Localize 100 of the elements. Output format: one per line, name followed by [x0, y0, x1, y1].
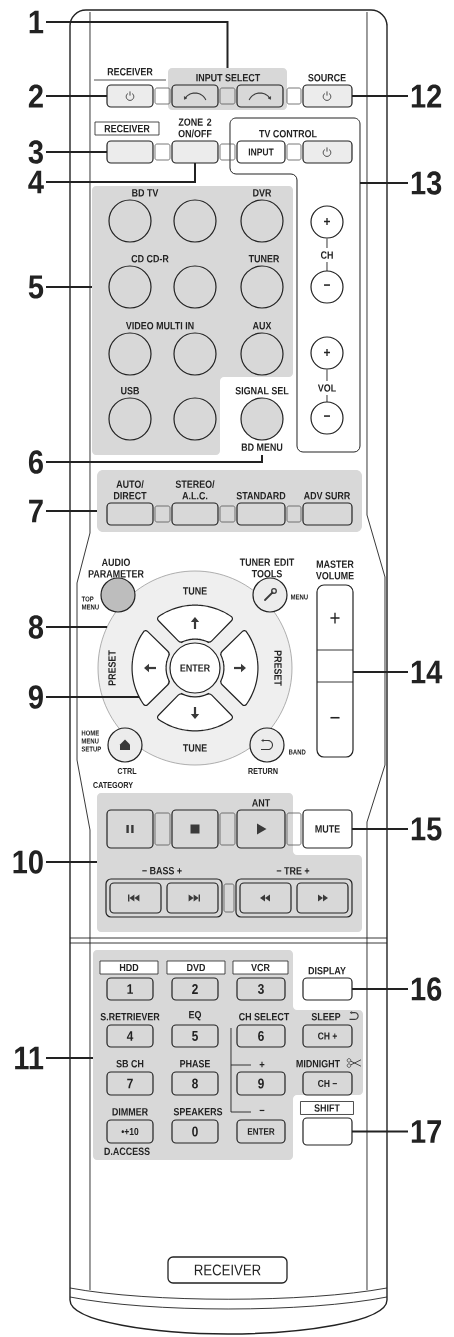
callout-number: 16 — [411, 977, 442, 1001]
function-label: PRESET — [108, 650, 116, 686]
callout-number: 9 — [28, 685, 43, 709]
leader-line — [351, 828, 409, 830]
node-label: − — [330, 716, 340, 719]
framed-label: SHIFT — [300, 1101, 354, 1115]
sign-label: − — [259, 1109, 265, 1112]
function-label: DIMMER — [112, 1108, 148, 1116]
function-label: CTRL — [117, 768, 137, 774]
function-label: STANDARD — [236, 492, 286, 500]
function-label: RETURN — [248, 768, 278, 774]
callout-number: 1 — [29, 10, 44, 34]
function-label: − TRE + — [276, 867, 310, 875]
function-label: VOL — [317, 384, 336, 392]
callout-number: 8 — [28, 615, 44, 639]
button: 3 — [236, 977, 286, 1001]
function-label: TUNE — [182, 744, 207, 752]
button: 4 — [106, 1024, 154, 1048]
leader-line — [45, 21, 229, 69]
round-button — [173, 199, 217, 243]
function-label: CATEGORY — [93, 782, 133, 788]
round-button: + — [310, 336, 344, 370]
callout-number: 11 — [15, 1046, 44, 1070]
framed-label: HDD — [99, 960, 159, 975]
leader-line — [351, 988, 409, 990]
button: 2 — [171, 977, 219, 1001]
leader-line — [45, 151, 108, 153]
button: ENTER — [236, 1119, 286, 1144]
leader-line — [45, 454, 263, 463]
leader-line — [359, 182, 409, 184]
leader-line — [45, 1057, 94, 1059]
callout-number: 7 — [29, 499, 43, 523]
framed-label: VCR — [232, 960, 289, 975]
function-label: USB — [121, 387, 139, 395]
function-label: SPEAKERS — [173, 1107, 223, 1116]
function-label: SB CH — [116, 1059, 144, 1068]
button: 6 — [236, 1024, 286, 1048]
leader-line — [45, 162, 196, 183]
function-label: D.ACCESS — [104, 1147, 150, 1156]
function-label: TUNE — [182, 587, 207, 595]
function-label: STEREO/ A.L.C. — [175, 480, 215, 500]
leader-line — [351, 1130, 409, 1133]
button: INPUT — [236, 140, 286, 164]
button: MUTE — [302, 809, 353, 849]
function-label: S.RETRIEVER — [100, 1013, 160, 1021]
round-button: ENTER — [169, 642, 221, 694]
volume-rocker: + − — [316, 584, 354, 758]
framed-label: RECEIVER — [94, 121, 160, 136]
button: 5 — [171, 1024, 219, 1048]
round-button: − — [310, 401, 344, 435]
leader-line — [45, 95, 108, 97]
callout-number: 5 — [28, 275, 44, 299]
leader-line — [45, 626, 109, 628]
leader-line — [45, 510, 98, 512]
function-label: ADV SURR — [303, 492, 351, 500]
callout-number: 6 — [28, 450, 43, 474]
callout-number: 17 — [411, 1120, 441, 1143]
round-button: − — [310, 270, 344, 304]
button: 9 — [236, 1071, 286, 1096]
leader-line — [45, 286, 93, 288]
leader-line — [45, 861, 98, 863]
round-button — [173, 397, 217, 441]
function-label: BD TV — [132, 189, 159, 197]
callout-number: 4 — [28, 170, 44, 194]
callout-number: 14 — [411, 660, 443, 684]
button: 8 — [171, 1071, 219, 1096]
function-label: EQ — [189, 1011, 202, 1021]
framed-label: DVD — [166, 960, 226, 975]
button: 1 — [106, 977, 154, 1001]
function-label: MASTER VOLUME — [315, 560, 354, 580]
function-label: MIDNIGHT — [296, 1059, 340, 1068]
function-label: PRESET — [274, 650, 282, 686]
button: •+10 — [106, 1119, 154, 1144]
callout-number: 12 — [411, 84, 442, 108]
button: CH + — [302, 1024, 353, 1048]
button: 7 — [106, 1071, 154, 1096]
button: CH − — [302, 1071, 353, 1096]
callout-number: 15 — [411, 817, 442, 841]
node-label: + — [330, 612, 340, 624]
function-label: BD MENU — [241, 443, 283, 451]
function-label: TUNER — [248, 255, 280, 263]
callout-number: 13 — [411, 171, 442, 195]
function-label: AUX — [252, 322, 272, 330]
function-label: CH — [320, 251, 333, 259]
leader-line — [352, 671, 409, 673]
function-label: CD CD-R — [131, 255, 169, 263]
leader-line — [45, 696, 141, 698]
function-label: − BASS + — [142, 867, 182, 875]
button: 0 — [171, 1119, 219, 1144]
function-label: TUNER EDIT TOOLS — [239, 558, 295, 578]
function-label: SLEEP — [311, 1013, 341, 1021]
function-label: VIDEO MULTI IN — [125, 322, 194, 330]
function-label: ANT — [252, 799, 271, 807]
round-button: + — [310, 205, 344, 239]
function-label: PHASE — [180, 1059, 210, 1068]
function-label: SOURCE — [308, 74, 346, 82]
function-label: AUTO/ DIRECT — [114, 480, 147, 500]
round-button — [173, 332, 217, 376]
function-label: ZONE 2 ON/OFF — [178, 118, 212, 138]
framed-label: RECEIVER — [167, 1256, 288, 1284]
